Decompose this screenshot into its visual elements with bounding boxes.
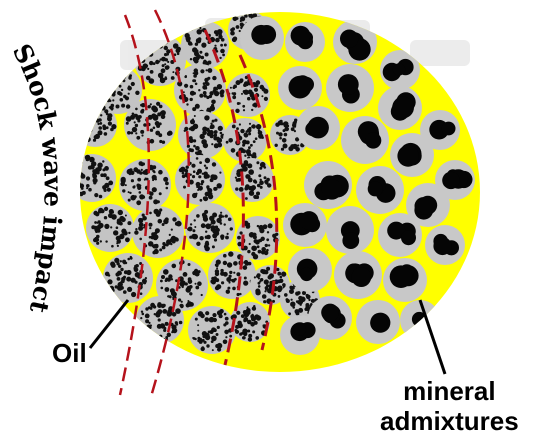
- oil-leader-line: [88, 299, 130, 349]
- oil-particle: [80, 103, 117, 147]
- oil-particle: [119, 159, 171, 211]
- particle-cluster: [80, 12, 475, 355]
- mineral-admixture-particle: [390, 133, 434, 177]
- mineral-admixture-particle: [400, 300, 440, 340]
- label-leader-lines: [88, 299, 447, 375]
- mineral-leader-line: [418, 299, 447, 375]
- mineral-admixture-particle: [356, 300, 400, 344]
- oil-particle: [80, 154, 116, 202]
- oil-particle: [175, 155, 225, 205]
- mineral-admixture-particle: [356, 166, 404, 214]
- mineral-label-line1: mineral: [403, 376, 496, 406]
- mineral-admixture-particle: [326, 206, 374, 254]
- mineral-admixture-particle: [378, 213, 422, 257]
- mineral-admixtures-label: mineral admixtures: [380, 376, 519, 436]
- mineral-admixture-particle: [326, 64, 374, 112]
- shock-wave-fronts: [118, 9, 279, 401]
- mineral-admixture-particle: [240, 16, 284, 60]
- oil-particle: [223, 118, 267, 162]
- mineral-admixture-particle: [296, 106, 340, 150]
- oil-particle: [136, 296, 184, 344]
- shock-wave-front: [118, 14, 150, 396]
- oil-particle: [188, 306, 236, 354]
- mineral-admixture-particle: [383, 258, 427, 302]
- oil-particle: [103, 253, 153, 303]
- mineral-admixture-particle: [285, 22, 325, 62]
- oil-particle: [208, 251, 256, 299]
- oil-particle: [86, 204, 134, 252]
- shock-wave-front: [203, 29, 245, 366]
- mineral-admixture-particle: [341, 116, 389, 164]
- oil-particle: [174, 64, 226, 116]
- mineral-admixture-particle: [380, 50, 420, 90]
- mineral-admixture-particle: [406, 183, 450, 227]
- mineral-admixture-particle: [435, 160, 475, 200]
- watermark-shape: [410, 40, 470, 66]
- oil-particle: [178, 111, 226, 159]
- oil-label: Oil: [52, 338, 87, 368]
- shock-wave-front: [238, 54, 279, 351]
- mineral-admixture-particle: [420, 110, 460, 150]
- mineral-admixture-particle: [425, 225, 465, 265]
- oil-particle: [230, 302, 270, 342]
- mineral-admixture-particle: [334, 251, 382, 299]
- oil-particle: [230, 158, 274, 202]
- mineral-admixture-particle: [333, 20, 377, 64]
- oil-particle: [185, 203, 235, 253]
- mineral-admixture-particle: [288, 248, 332, 292]
- mineral-admixture-particle: [378, 86, 422, 130]
- oil-particle: [181, 21, 229, 69]
- oil-particle: [124, 99, 176, 151]
- oil-particle: [236, 216, 280, 260]
- mineral-label-line2: admixtures: [380, 406, 519, 436]
- mineral-admixture-particle: [283, 203, 327, 247]
- mineral-admixture-particle: [304, 161, 352, 209]
- mineral-admixture-particle: [280, 315, 320, 355]
- oil-particle: [132, 206, 184, 258]
- mineral-admixture-particle: [278, 66, 322, 110]
- shock-wave-front: [148, 9, 191, 401]
